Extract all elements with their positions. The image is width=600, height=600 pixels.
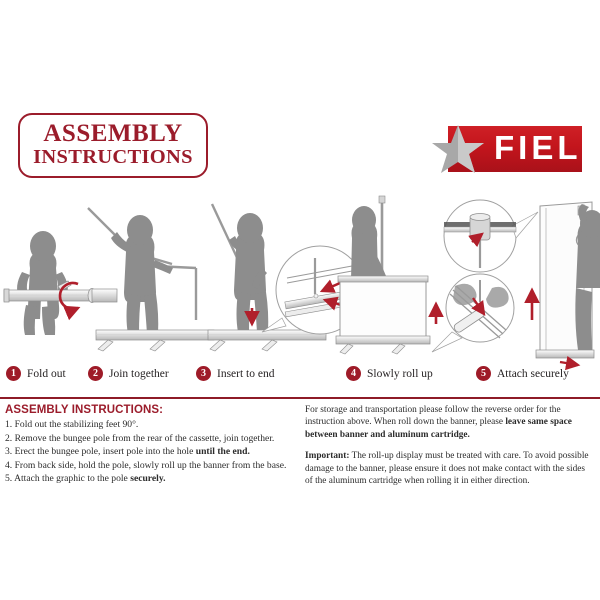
step-label-4: Slowly roll up (367, 367, 433, 380)
step-caption-3: 3 Insert to end (196, 366, 274, 381)
step-5-bottom-callout (431, 273, 515, 353)
step-badge-4: 4 (346, 366, 361, 381)
bottom-text-area: ASSEMBLY INSTRUCTIONS: 1. Fold out the s… (0, 404, 600, 514)
step-badge-3: 3 (196, 366, 211, 381)
step-badge-5: 5 (476, 366, 491, 381)
instruction-item-5-text: 5. Attach the graphic to the pole (5, 473, 131, 485)
step-caption-2: 2 Join together (88, 366, 169, 381)
important-note-label: Important: (305, 451, 350, 462)
instructions-column: ASSEMBLY INSTRUCTIONS: 1. Fold out the s… (5, 404, 297, 486)
step-label-3: Insert to end (217, 367, 275, 380)
step-5-illustration (431, 199, 600, 371)
step-label-1: Fold out (27, 367, 66, 380)
instruction-item-5: 5. Attach the graphic to the pole secure… (5, 472, 297, 486)
instruction-item-3-text: 3. Erect the bungee pole, insert pole in… (5, 446, 196, 458)
step-caption-row: 1 Fold out 2 Join together 3 Insert to e… (0, 366, 600, 392)
step-4-illustration (335, 195, 444, 355)
step-5-banner (524, 201, 600, 371)
page-title-box: ASSEMBLY INSTRUCTIONS (18, 113, 208, 178)
section-divider (0, 397, 600, 399)
instruction-item-1: 1. Fold out the stabilizing feet 90°. (5, 419, 139, 430)
step-label-2: Join together (109, 367, 169, 380)
instruction-item-2: 2. Remove the bungee pole from the rear … (5, 432, 275, 444)
step-2-illustration (87, 207, 215, 352)
step-3-illustration (207, 203, 365, 352)
instruction-item-3-emphasis: until the end. (195, 446, 250, 458)
notes-column: For storage and transportation please fo… (305, 404, 590, 497)
instruction-item-3: 3. Erect the bungee pole, insert pole in… (5, 445, 297, 459)
storage-note: For storage and transportation please fo… (305, 404, 590, 441)
step-label-5: Attach securely (497, 367, 569, 380)
step-badge-2: 2 (88, 366, 103, 381)
step-caption-1: 1 Fold out (6, 366, 66, 381)
rotate-arrow-icon (58, 281, 81, 321)
page-title-line1: ASSEMBLY (43, 119, 183, 147)
step-5-top-callout (443, 199, 539, 273)
step-1-illustration (3, 231, 118, 335)
assembly-illustrations (3, 195, 600, 371)
storage-note-text: For storage and transportation please fo… (305, 405, 561, 428)
brand-logo: FIEL (432, 125, 582, 173)
instruction-item-4: 4. From back side, hold the pole, slowly… (5, 459, 287, 471)
important-note-text: The roll-up display must be treated with… (305, 451, 589, 487)
logo-wordmark: FIEL (494, 129, 582, 166)
star-icon (432, 125, 484, 173)
step-badge-1: 1 (6, 366, 21, 381)
cassette-bar (3, 280, 118, 303)
storage-note-emphasis: leave same space between banner and alum… (305, 417, 572, 440)
important-note: Important: The roll-up display must be t… (305, 450, 590, 487)
instruction-item-5-emphasis: securely. (130, 473, 166, 485)
step-caption-5: 5 Attach securely (476, 366, 569, 381)
instructions-heading: ASSEMBLY INSTRUCTIONS: (5, 404, 164, 416)
base-cassette (95, 329, 215, 352)
page-title-line2: INSTRUCTIONS (33, 146, 193, 169)
step-caption-4: 4 Slowly roll up (346, 366, 433, 381)
